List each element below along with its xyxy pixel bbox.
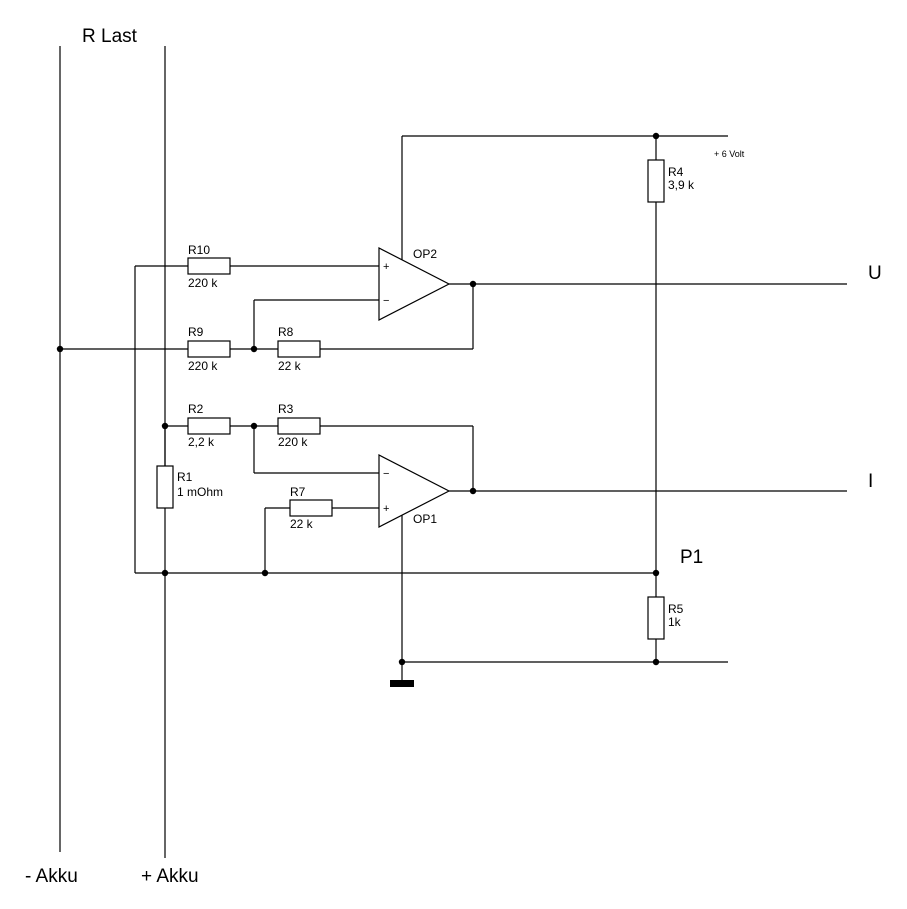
r3-body	[277, 417, 321, 435]
minus-akku-label: - Akku	[25, 866, 78, 887]
junction-dot	[250, 422, 258, 430]
r7-value: 22 k	[290, 517, 314, 531]
resistor-r2: R2 2,2 k	[187, 402, 231, 449]
r8-value: 22 k	[278, 359, 302, 373]
junction-dot	[250, 345, 258, 353]
junction-dots	[56, 132, 660, 666]
resistor-r1: R1 1 mOhm	[156, 465, 223, 509]
junction-dot	[161, 569, 169, 577]
supply-label: + 6 Volt	[714, 149, 745, 159]
junction-dot	[398, 658, 406, 666]
r1-body	[156, 465, 174, 509]
r7-body	[289, 499, 333, 517]
resistor-r7: R7 22 k	[289, 485, 333, 531]
p1-label: P1	[680, 547, 703, 568]
r10-value: 220 k	[188, 276, 218, 290]
resistor-r9: R9 220 k	[187, 325, 231, 373]
resistor-r3: R3 220 k	[277, 402, 321, 449]
junction-dot	[652, 132, 660, 140]
r7-name: R7	[290, 485, 306, 499]
r1-value: 1 mOhm	[177, 485, 223, 499]
r10-body	[187, 257, 231, 275]
output-u-label: U	[868, 263, 882, 284]
resistor-r5: R5 1k	[647, 596, 684, 640]
ground-symbol	[390, 680, 414, 687]
r5-body	[647, 596, 665, 640]
diagram-title: R Last	[82, 26, 138, 47]
op2-triangle	[378, 247, 451, 321]
wires	[59, 46, 847, 858]
r2-body	[187, 417, 231, 435]
junction-dot	[469, 280, 477, 288]
r10-name: R10	[188, 243, 210, 257]
plus-akku-label: + Akku	[141, 866, 199, 887]
junction-dot	[56, 345, 64, 353]
r2-name: R2	[188, 402, 204, 416]
r4-name: R4	[668, 165, 684, 179]
r2-value: 2,2 k	[188, 435, 215, 449]
r9-name: R9	[188, 325, 204, 339]
junction-dot	[469, 487, 477, 495]
op1-label: OP1	[413, 512, 437, 526]
opamp-op2: + − OP2	[378, 247, 451, 321]
resistor-r4: R4 3,9 k	[647, 159, 695, 203]
output-i-label: I	[868, 471, 873, 492]
r1-name: R1	[177, 470, 193, 484]
r4-body	[647, 159, 665, 203]
r9-body	[187, 340, 231, 358]
op1-inv-sign: −	[383, 468, 389, 480]
op2-label: OP2	[413, 247, 437, 261]
junction-dot	[161, 422, 169, 430]
resistor-r10: R10 220 k	[187, 243, 231, 290]
op2-inv-sign: −	[383, 295, 389, 307]
r8-body	[277, 340, 321, 358]
op2-noninv-sign: +	[383, 261, 389, 273]
r3-name: R3	[278, 402, 294, 416]
r4-value: 3,9 k	[668, 178, 695, 192]
r5-name: R5	[668, 602, 684, 616]
r5-value: 1k	[668, 615, 682, 629]
opamp-op1: − + OP1	[378, 454, 451, 528]
resistor-r8: R8 22 k	[277, 325, 321, 373]
junction-dot	[652, 658, 660, 666]
r9-value: 220 k	[188, 359, 218, 373]
junction-dot	[652, 569, 660, 577]
op1-triangle	[378, 454, 451, 528]
r8-name: R8	[278, 325, 294, 339]
r3-value: 220 k	[278, 435, 308, 449]
op1-noninv-sign: +	[383, 503, 389, 515]
junction-dot	[261, 569, 269, 577]
